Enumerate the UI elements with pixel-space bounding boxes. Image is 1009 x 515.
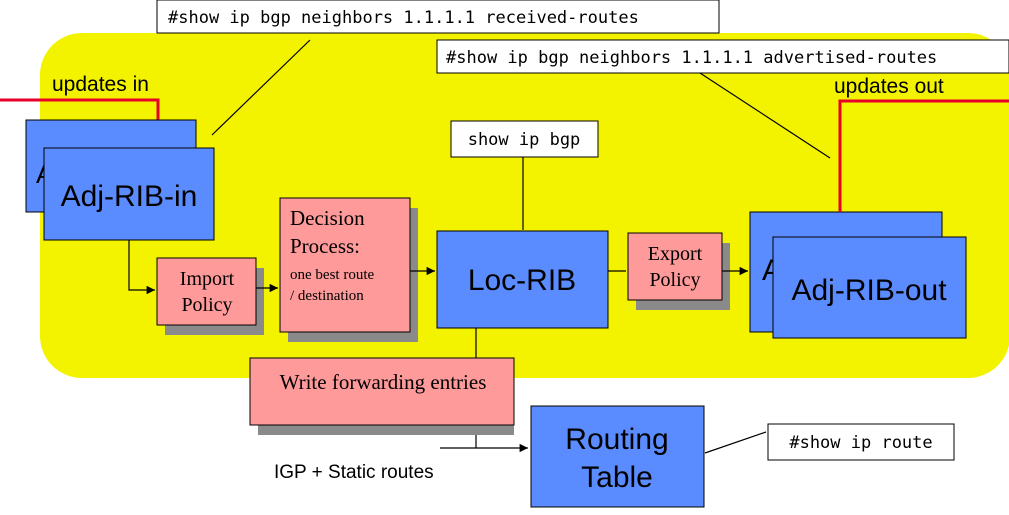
updates-in-label: updates in <box>52 73 149 96</box>
rib-in-to-import-connector <box>128 240 155 295</box>
received-routes-callout-box <box>156 0 720 34</box>
igp-static-routes-label: IGP + Static routes <box>274 462 434 483</box>
loc-rib-box <box>436 230 609 329</box>
import-policy-box <box>156 257 257 326</box>
write-forwarding-box <box>249 357 515 426</box>
adj-rib-in-box <box>43 147 215 241</box>
show-ip-route-command: #show ip route <box>789 433 932 453</box>
write-forwarding-label: Write forwarding entries <box>280 370 487 394</box>
show-ip-route-leader <box>704 431 767 454</box>
export-policy-box <box>627 232 723 301</box>
show-ip-bgp-command: show ip bgp <box>468 130 581 150</box>
decision-process-box <box>279 197 411 333</box>
export-policy-label-line1: Export <box>648 243 703 265</box>
advertised-routes-command: #show ip bgp neighbors 1.1.1.1 advertise… <box>446 48 937 68</box>
routing-table-label-line1: Routing <box>565 423 668 456</box>
decision-process-label-line1: Decision <box>290 206 365 230</box>
routing-table-label-line2: Table <box>581 461 653 494</box>
import-policy-label-line2: Policy <box>181 294 232 316</box>
updates-out-line <box>838 99 1009 212</box>
decision-process-label-line2: Process: <box>290 234 360 258</box>
adj-rib-out-box <box>772 236 967 339</box>
adj-rib-in-label: Adj-RIB-in <box>61 180 198 213</box>
show-ip-route-callout-box <box>767 423 955 461</box>
show-ip-bgp-callout-box <box>450 120 599 158</box>
routing-table-box <box>530 405 705 508</box>
advertised-routes-callout-box <box>436 39 1009 74</box>
advertised-routes-leader <box>699 72 831 159</box>
decision-process-label-line3: one best route <box>290 267 374 283</box>
updates-out-label: updates out <box>834 75 944 98</box>
decision-process-label-line4: / destination <box>290 288 364 304</box>
import-policy-label-line1: Import <box>180 268 235 290</box>
received-routes-command: #show ip bgp neighbors 1.1.1.1 received-… <box>168 8 639 28</box>
export-policy-label-line2: Policy <box>649 269 700 291</box>
received-routes-leader <box>211 39 311 136</box>
loc-rib-label: Loc-RIB <box>468 264 576 297</box>
updates-in-line <box>0 98 160 120</box>
adj-rib-out-label: Adj-RIB-out <box>791 274 947 307</box>
